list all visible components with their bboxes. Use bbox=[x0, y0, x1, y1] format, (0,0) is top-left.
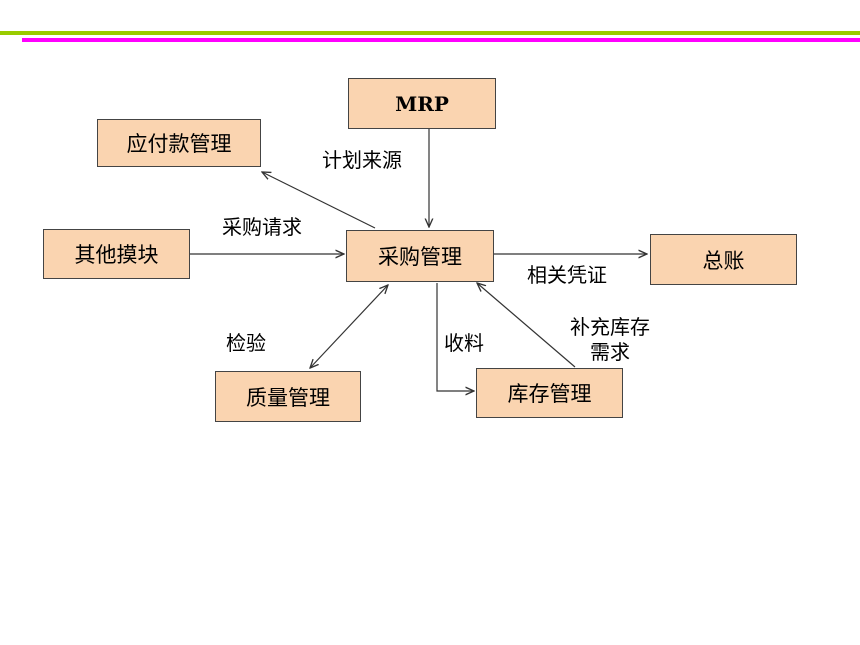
label-replenish-line1: 补充库存 bbox=[570, 315, 650, 339]
edge-purchasing-quality bbox=[310, 285, 388, 368]
node-other-modules: 其他摸块 bbox=[43, 229, 190, 279]
label-plan-source: 计划来源 bbox=[322, 148, 402, 172]
node-mrp: MRP bbox=[348, 78, 496, 129]
node-purchasing: 采购管理 bbox=[346, 230, 494, 282]
label-related-vouchers: 相关凭证 bbox=[527, 263, 607, 287]
top-rule-green bbox=[0, 31, 860, 35]
label-replenish-line2: 需求 bbox=[590, 340, 630, 364]
top-rule-magenta bbox=[22, 38, 860, 42]
edge-inventory-to-purchasing bbox=[477, 283, 576, 368]
label-inspection: 检验 bbox=[226, 331, 266, 355]
label-replenish-demand: 补充库存 需求 bbox=[566, 315, 654, 365]
node-payables: 应付款管理 bbox=[97, 119, 261, 167]
node-general-ledger: 总账 bbox=[650, 234, 797, 285]
edge-purchasing-to-inventory bbox=[436, 283, 474, 391]
edge-purchasing-to-payables bbox=[262, 172, 376, 229]
label-purchase-request: 采购请求 bbox=[222, 215, 302, 239]
node-quality: 质量管理 bbox=[215, 371, 361, 422]
label-receiving: 收料 bbox=[444, 331, 484, 355]
node-inventory: 库存管理 bbox=[476, 368, 623, 418]
